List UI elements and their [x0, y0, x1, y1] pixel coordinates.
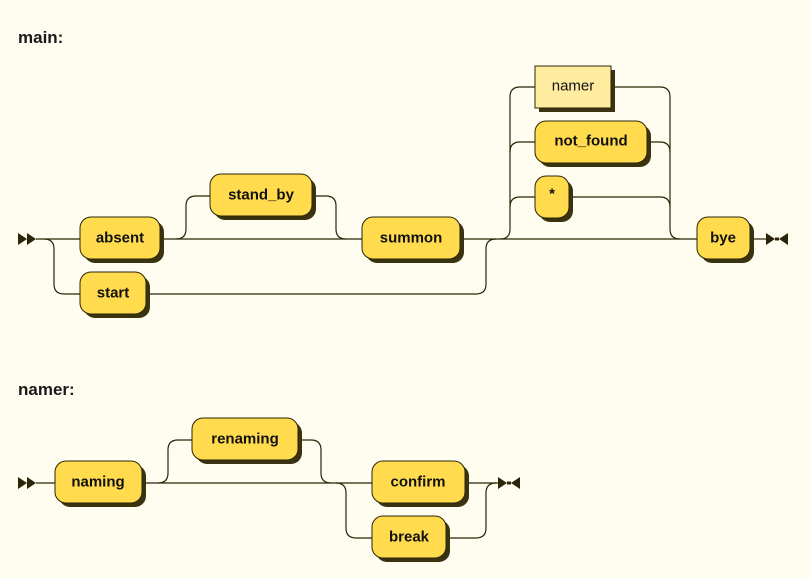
terminal-naming-label: naming [71, 474, 124, 491]
terminal-star: * [534, 175, 573, 222]
terminal-bye: bye [696, 216, 754, 263]
terminal-confirm: confirm [371, 460, 469, 507]
terminal-start: start [79, 271, 150, 318]
terminal-bye-label: bye [710, 230, 736, 247]
main-rule-lines [36, 86, 766, 295]
terminal-start-label: start [97, 285, 130, 302]
terminal-stand-by: stand_by [209, 173, 316, 220]
namer-end-marker [498, 477, 520, 489]
terminal-renaming-label: renaming [211, 431, 279, 448]
terminal-break-label: break [389, 529, 430, 546]
terminal-not-found-label: not_found [554, 133, 627, 150]
terminal-break: break [371, 515, 450, 562]
terminal-not-found: not_found [534, 120, 651, 167]
main-end-marker [766, 233, 788, 245]
terminal-absent: absent [79, 216, 164, 263]
terminal-summon: summon [361, 216, 464, 263]
terminal-confirm-label: confirm [390, 474, 445, 491]
terminal-star-label: * [549, 186, 555, 203]
terminal-absent-label: absent [96, 230, 144, 247]
terminal-summon-label: summon [380, 230, 443, 247]
namer-rule-title: namer: [18, 380, 75, 399]
nonterminal-namer-label: namer [552, 78, 595, 95]
namer-start-marker [18, 477, 36, 489]
main-rule-title: main: [18, 28, 63, 47]
terminal-stand-by-label: stand_by [228, 187, 295, 204]
terminal-naming: naming [54, 460, 146, 507]
terminal-renaming: renaming [191, 417, 302, 464]
namer-rule-lines [36, 439, 498, 539]
main-start-marker [18, 233, 36, 245]
nonterminal-namer: namer [534, 65, 615, 112]
